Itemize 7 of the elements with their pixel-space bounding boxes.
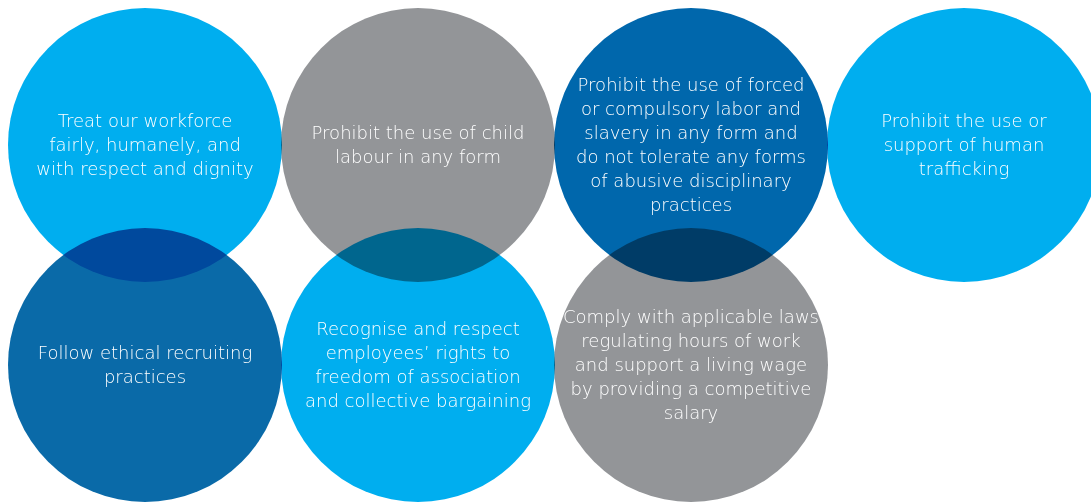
- circle-label: Comply with applicable laws regulating hours of work and support a living wage by providing a competitive salary: [563, 305, 819, 425]
- circle-label: Prohibit the use or support of human trafficking: [880, 109, 1048, 181]
- circle-label: Follow ethical recruiting practices: [36, 341, 254, 389]
- circle-label: Prohibit the use of child labour in any form: [310, 121, 526, 169]
- circle-label: Recognise and respect employees’ rights to freedom of association and collective bargaining: [304, 317, 532, 413]
- circle-label: Treat our workforce fairly, humanely, and with respect and dignity: [35, 109, 255, 181]
- circle-label: Prohibit the use of forced or compulsory labor and slavery in any form and do not tolerate any forms of abusive disciplinary practices: [575, 73, 807, 217]
